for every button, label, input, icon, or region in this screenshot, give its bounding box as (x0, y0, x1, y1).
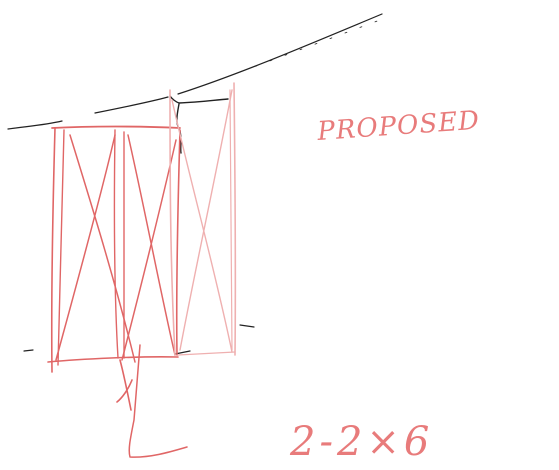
dimension-label: 2-2×6 (289, 419, 433, 465)
left-braced-panel (47, 125, 181, 373)
proposed-label: PROPOSED (315, 106, 481, 147)
post-extension (116, 344, 188, 458)
ground-marks (23, 324, 255, 352)
connector-bracket (169, 95, 229, 355)
roof-line (7, 13, 383, 130)
tall-braced-panel (169, 82, 237, 356)
